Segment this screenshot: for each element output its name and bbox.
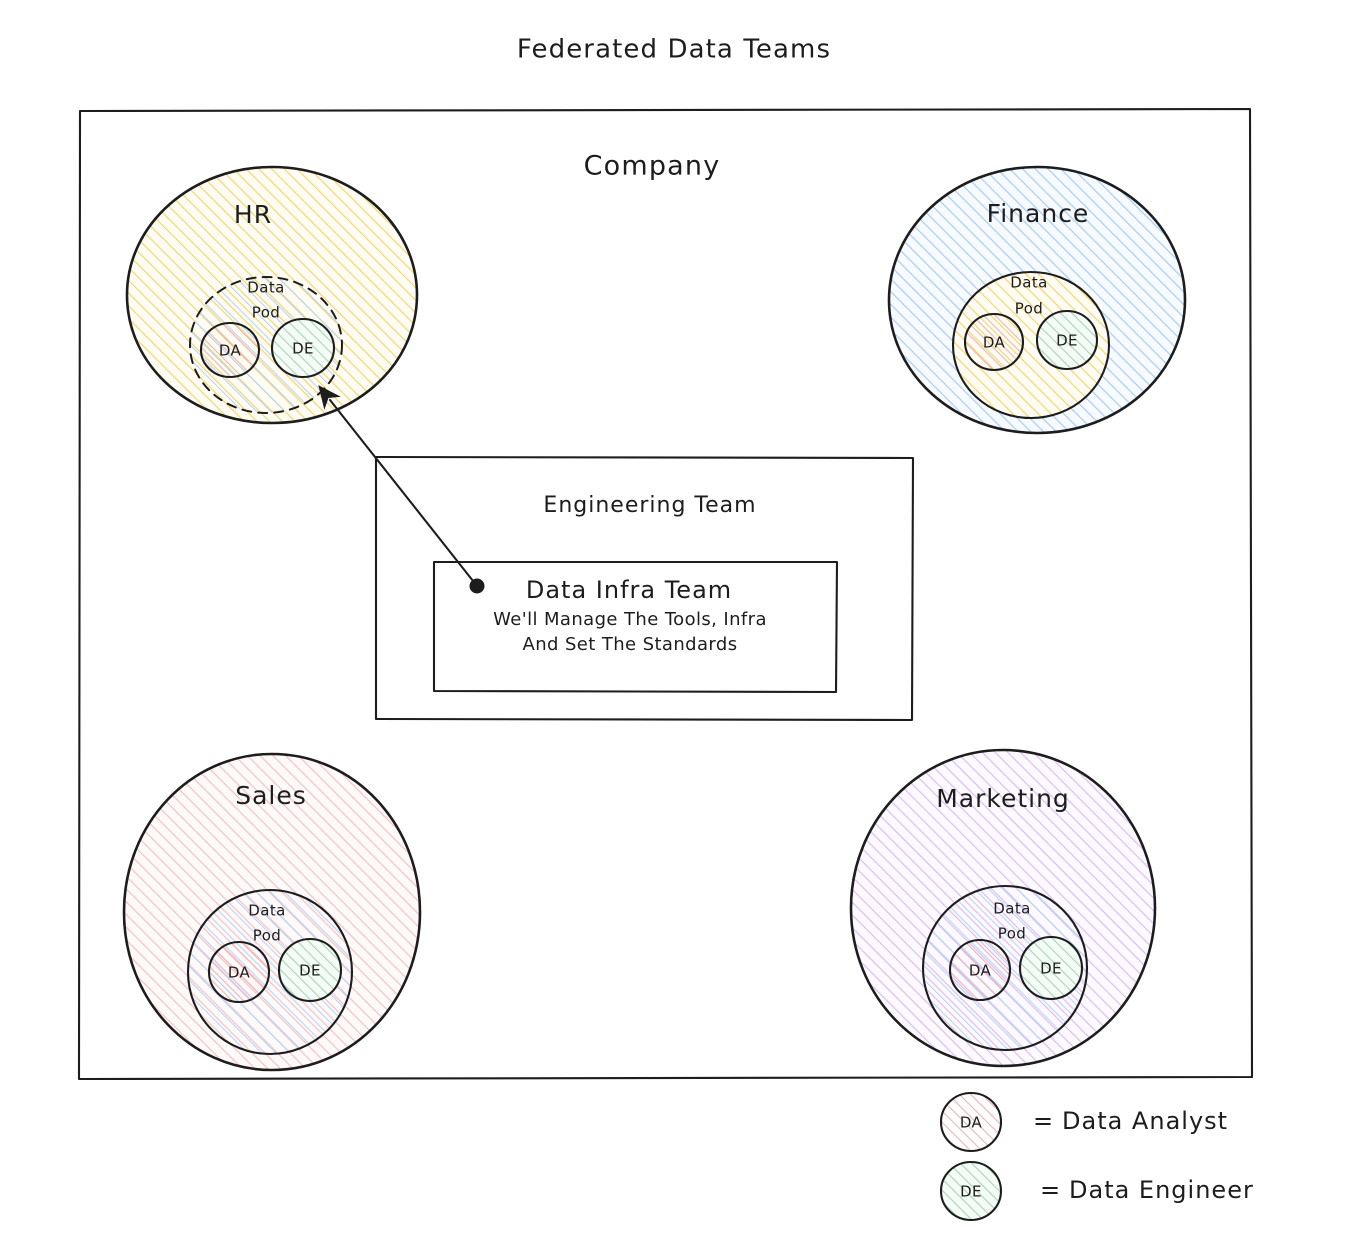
finance-pod-fill xyxy=(953,272,1109,418)
hr-de-label: DE xyxy=(292,340,314,358)
finance-pod-outline xyxy=(951,270,1111,420)
marketing-pod-outline xyxy=(921,884,1089,1052)
marketing-de-label: DE xyxy=(1040,960,1062,978)
finance-pod-label-line1: Data xyxy=(1010,274,1047,292)
legend-da-equals: = xyxy=(1033,1107,1054,1135)
data-infra-team-border xyxy=(432,560,839,694)
finance-outline xyxy=(887,165,1187,435)
legend-de-code: DE xyxy=(960,1183,982,1201)
department-finance[interactable]: Finance Data Pod DA DE xyxy=(887,165,1187,435)
sales-da-outline xyxy=(207,940,271,1004)
legend-da-fill xyxy=(941,1093,1001,1151)
data-infra-team-subtitle-line2: And Set The Standards xyxy=(522,634,737,655)
sales-da-label: DA xyxy=(228,964,251,982)
finance-de-label: DE xyxy=(1056,332,1078,350)
legend-de-outline xyxy=(939,1160,1003,1222)
data-infra-team-subtitle-line1: We'll Manage The Tools, Infra xyxy=(493,609,767,630)
connector-line xyxy=(318,385,479,588)
hr-pod-label-line1: Data xyxy=(247,279,284,297)
sales-pod-label-line2: Pod xyxy=(253,927,281,945)
department-hr[interactable]: HR Data Pod DA DE xyxy=(125,165,419,425)
finance-pod-label-line2: Pod xyxy=(1015,300,1043,318)
infra-to-hr-connector xyxy=(318,385,485,594)
hr-da-fill xyxy=(201,323,259,377)
hr-de-outline xyxy=(270,317,336,379)
data-infra-team-title: Data Infra Team xyxy=(526,576,732,604)
legend-da-outline xyxy=(939,1091,1003,1153)
page-title: Federated Data Teams xyxy=(517,35,831,65)
marketing-de-fill xyxy=(1020,937,1082,999)
company-container: Company xyxy=(77,107,1254,1081)
finance-da-label: DA xyxy=(983,334,1006,352)
sales-pod-outline xyxy=(186,888,354,1056)
engineering-team-container[interactable]: Engineering Team Data Infra Team We'll M… xyxy=(374,455,915,722)
marketing-da-outline xyxy=(948,938,1012,1002)
hr-outline xyxy=(125,165,419,425)
hr-da-outline xyxy=(199,321,261,379)
legend-da-code: DA xyxy=(960,1114,983,1132)
legend-de-label: Data Engineer xyxy=(1069,1176,1254,1204)
finance-de-outline xyxy=(1035,309,1099,371)
legend-item-data-analyst: DA = Data Analyst xyxy=(939,1091,1228,1153)
hr-de-fill xyxy=(272,319,334,377)
legend: DA = Data Analyst DE = Data Engineer xyxy=(939,1091,1254,1222)
department-marketing[interactable]: Marketing Data Pod DA DE xyxy=(849,748,1157,1068)
sales-de-outline xyxy=(277,937,343,1003)
finance-label: Finance xyxy=(987,199,1090,228)
marketing-pod-label-line2: Pod xyxy=(998,925,1026,943)
marketing-de-outline xyxy=(1018,935,1084,1001)
sales-outline xyxy=(122,752,422,1072)
sales-da-fill xyxy=(209,942,269,1002)
marketing-da-label: DA xyxy=(969,962,992,980)
legend-de-fill xyxy=(941,1162,1001,1220)
sales-pod-label-line1: Data xyxy=(248,902,285,920)
marketing-label: Marketing xyxy=(936,784,1070,813)
hr-label: HR xyxy=(234,200,272,229)
engineering-team-border xyxy=(374,455,915,722)
data-infra-team-box[interactable]: Data Infra Team We'll Manage The Tools, … xyxy=(432,560,839,694)
engineering-team-label: Engineering Team xyxy=(543,493,756,518)
marketing-da-fill xyxy=(950,940,1010,1000)
marketing-pod-label-line1: Data xyxy=(993,900,1030,918)
department-sales[interactable]: Sales Data Pod DA DE xyxy=(122,752,422,1072)
legend-de-equals: = xyxy=(1040,1176,1061,1204)
finance-da-outline xyxy=(963,312,1025,372)
sales-label: Sales xyxy=(235,781,307,810)
finance-da-fill xyxy=(965,314,1023,370)
finance-de-fill xyxy=(1037,311,1097,369)
marketing-outline xyxy=(849,748,1157,1068)
sales-de-label: DE xyxy=(299,962,321,980)
sales-de-fill xyxy=(279,939,341,1001)
legend-da-label: Data Analyst xyxy=(1062,1107,1228,1135)
hr-pod-outline xyxy=(189,276,343,414)
company-label: Company xyxy=(584,151,721,182)
hr-pod-fill xyxy=(190,277,342,413)
legend-item-data-engineer: DE = Data Engineer xyxy=(939,1160,1254,1222)
hr-da-label: DA xyxy=(219,342,242,360)
hr-pod-label-line2: Pod xyxy=(252,304,280,322)
company-border xyxy=(77,107,1254,1081)
